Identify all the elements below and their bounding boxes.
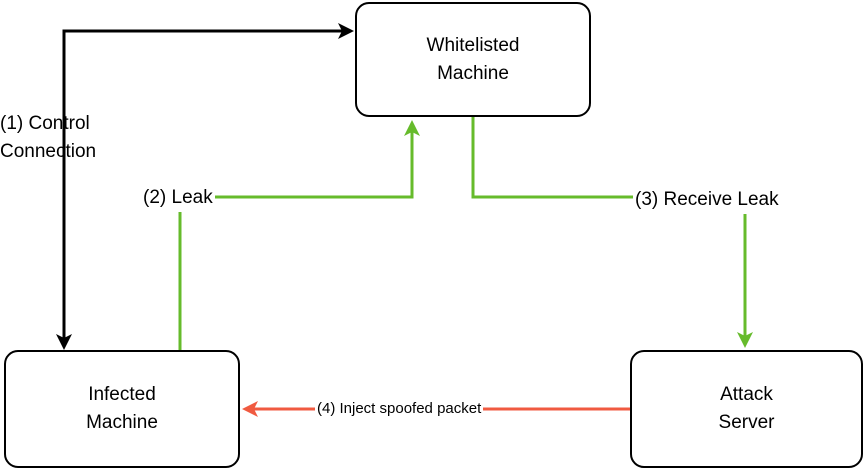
arrowhead-leak — [404, 120, 420, 136]
edge-receive-line — [471, 117, 747, 336]
edge-leak-line — [178, 132, 414, 350]
node-attack-line2: Server — [718, 412, 775, 433]
edge-control-connection — [56, 23, 354, 350]
node-whitelisted-line1: Whitelisted — [426, 34, 520, 56]
arrowhead-receive — [737, 332, 753, 348]
node-whitelisted-line2: Machine — [437, 62, 509, 84]
edge-label-control-line2: Connection — [0, 141, 97, 162]
edge-leak — [178, 120, 420, 350]
node-whitelisted-machine: Whitelisted Machine — [355, 2, 591, 117]
edge-label-inject: (4) Inject spoofed packet — [315, 398, 484, 420]
arrowhead-inject — [242, 401, 258, 417]
arrowhead-to-infected — [56, 334, 72, 350]
arrowhead-to-whitelisted — [338, 23, 354, 39]
edge-label-leak: (2) Leak — [141, 184, 215, 212]
edge-label-receive-leak: (3) Receive Leak — [633, 186, 781, 214]
edge-receive-leak — [471, 117, 753, 348]
node-infected-line1: Infected — [88, 384, 156, 405]
node-infected-machine: Infected Machine — [4, 350, 240, 468]
node-attack-line1: Attack — [720, 384, 773, 405]
edge-label-control-connection: (1) Control Connection — [0, 110, 96, 166]
node-infected-line2: Machine — [86, 412, 158, 433]
node-attack-server: Attack Server — [630, 350, 863, 468]
edge-control-line — [62, 29, 342, 342]
edge-label-control-line1: (1) Control — [0, 113, 90, 134]
